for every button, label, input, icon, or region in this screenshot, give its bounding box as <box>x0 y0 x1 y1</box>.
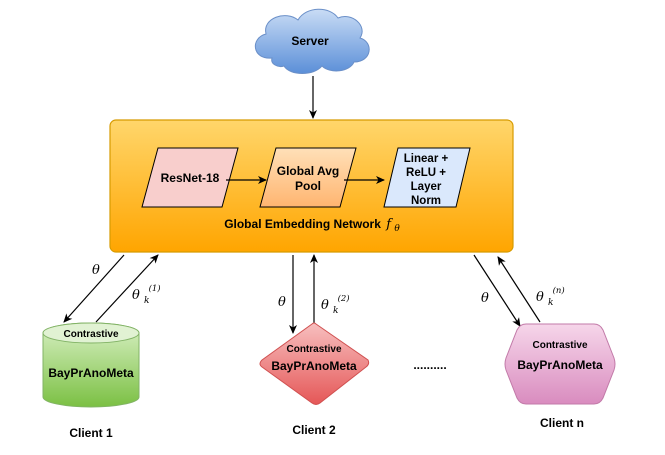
client-1-contrastive: Contrastive <box>63 329 118 340</box>
client-1-name: Client 1 <box>69 426 113 440</box>
client-1-method: BayPrAnoMeta <box>48 366 134 380</box>
client-1-up-label: θ k (1) <box>132 283 161 307</box>
client-1-up-sup: (1) <box>149 283 161 294</box>
client-n-name: Client n <box>540 416 584 430</box>
client-1-group: θ θ k (1) Contrastive BayPrAnoMeta Clien… <box>42 254 161 440</box>
client-n-hexagon <box>504 323 616 405</box>
head-label-line1: Linear + <box>404 153 449 165</box>
client-1-down-label: θ <box>92 263 100 278</box>
client-1-up-theta: θ <box>132 288 140 303</box>
client-1-up-sub: k <box>144 296 149 306</box>
client-n-group: θ θ k (n) Contrastive BayPrAnoMeta Clien… <box>473 254 616 430</box>
client-2-group: θ θ k (2) Contrastive BayPrAnoMeta Clien… <box>259 254 370 437</box>
ellipsis: .......... <box>413 358 446 372</box>
client-2-name: Client 2 <box>292 423 336 437</box>
network-caption-text: Global Embedding Network <box>224 217 381 231</box>
pool-label-line1: Global Avg <box>277 164 339 178</box>
resnet-block <box>141 147 239 208</box>
client-2-up-theta: θ <box>321 298 329 313</box>
client-n-down-arrow <box>473 254 521 327</box>
client-1-up-arrow <box>95 254 159 323</box>
pool-label-line2: Pool <box>295 179 321 193</box>
client-2-method: BayPrAnoMeta <box>271 359 357 373</box>
head-label-line3: Layer <box>411 181 442 193</box>
client-n-method: BayPrAnoMeta <box>517 358 603 372</box>
client-n-up-theta: θ <box>536 290 544 305</box>
server-label: Server <box>291 34 329 48</box>
client-1-down-arrow <box>63 254 125 323</box>
client-1-cylinder-top <box>42 322 140 344</box>
client-2-down-label: θ <box>278 295 286 310</box>
client-2-up-sup: (2) <box>338 293 350 304</box>
client-2-up-label: θ k (2) <box>321 293 350 317</box>
network-caption: Global Embedding Network f θ <box>224 217 400 234</box>
cloud-icon <box>255 8 370 74</box>
global-embedding-network: ResNet-18 Global Avg Pool Linear + ReLU … <box>109 119 514 253</box>
network-symbol-sub: θ <box>394 224 400 234</box>
client-n-up-arrow <box>497 256 541 323</box>
head-block <box>383 147 471 208</box>
client-n-contrastive: Contrastive <box>532 340 587 351</box>
server-cloud: Server <box>255 8 370 74</box>
client-n-up-sub: k <box>548 298 553 308</box>
client-2-up-sub: k <box>333 306 338 316</box>
pool-block <box>259 147 357 208</box>
client-n-up-label: θ k (n) <box>536 285 565 309</box>
network-symbol: f <box>385 217 393 232</box>
client-2-diamond <box>259 322 370 405</box>
head-label-line2: ReLU + <box>406 167 446 179</box>
resnet-label: ResNet-18 <box>161 171 220 185</box>
client-n-up-sup: (n) <box>553 285 565 296</box>
head-label-line4: Norm <box>411 195 441 207</box>
client-2-contrastive: Contrastive <box>286 344 341 355</box>
client-n-down-label: θ <box>481 291 489 306</box>
